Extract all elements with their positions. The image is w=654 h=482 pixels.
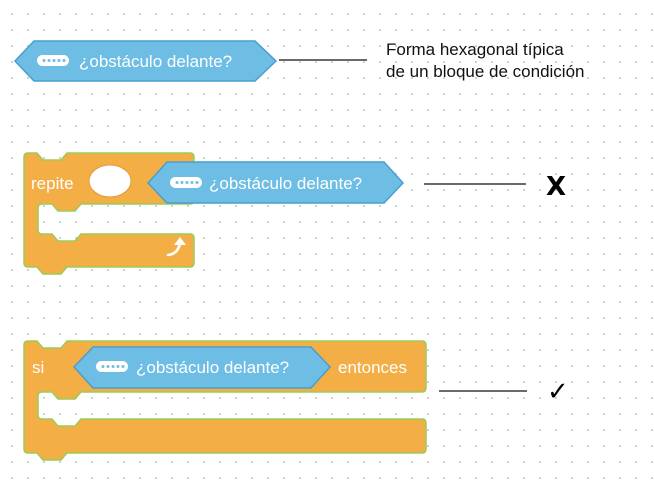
condition-block-standalone: ¿obstáculo delante? (13, 40, 278, 82)
condition-label: ¿obstáculo delante? (209, 174, 362, 193)
if-label: si (32, 358, 44, 377)
correct-mark-icon: ✓ (547, 377, 569, 407)
annotation-line-1: Forma hexagonal típica (386, 40, 564, 59)
repeat-count-slot[interactable] (88, 164, 132, 198)
condition-block-in-if: ¿obstáculo delante? (72, 346, 332, 389)
condition-label: ¿obstáculo delante? (136, 358, 289, 377)
incorrect-mark-icon: X (546, 172, 567, 202)
annotation-text: Forma hexagonal típica de un bloque de c… (386, 39, 585, 83)
then-label: entonces (338, 358, 407, 377)
sensor-dots-icon (170, 177, 202, 188)
if-block: si entonces ¿obstáculo delante? (23, 340, 427, 461)
condition-block-in-repeat: ¿obstáculo delante? (146, 161, 405, 204)
repeat-block: repite ¿obstáculo delante? (23, 152, 405, 275)
annotation-line-2: de un bloque de condición (386, 62, 585, 81)
sensor-dots-icon (37, 55, 69, 66)
condition-label: ¿obstáculo delante? (79, 52, 232, 71)
loop-arrow-icon (166, 237, 186, 257)
sensor-dots-icon (96, 361, 128, 372)
repeat-label: repite (31, 174, 74, 193)
